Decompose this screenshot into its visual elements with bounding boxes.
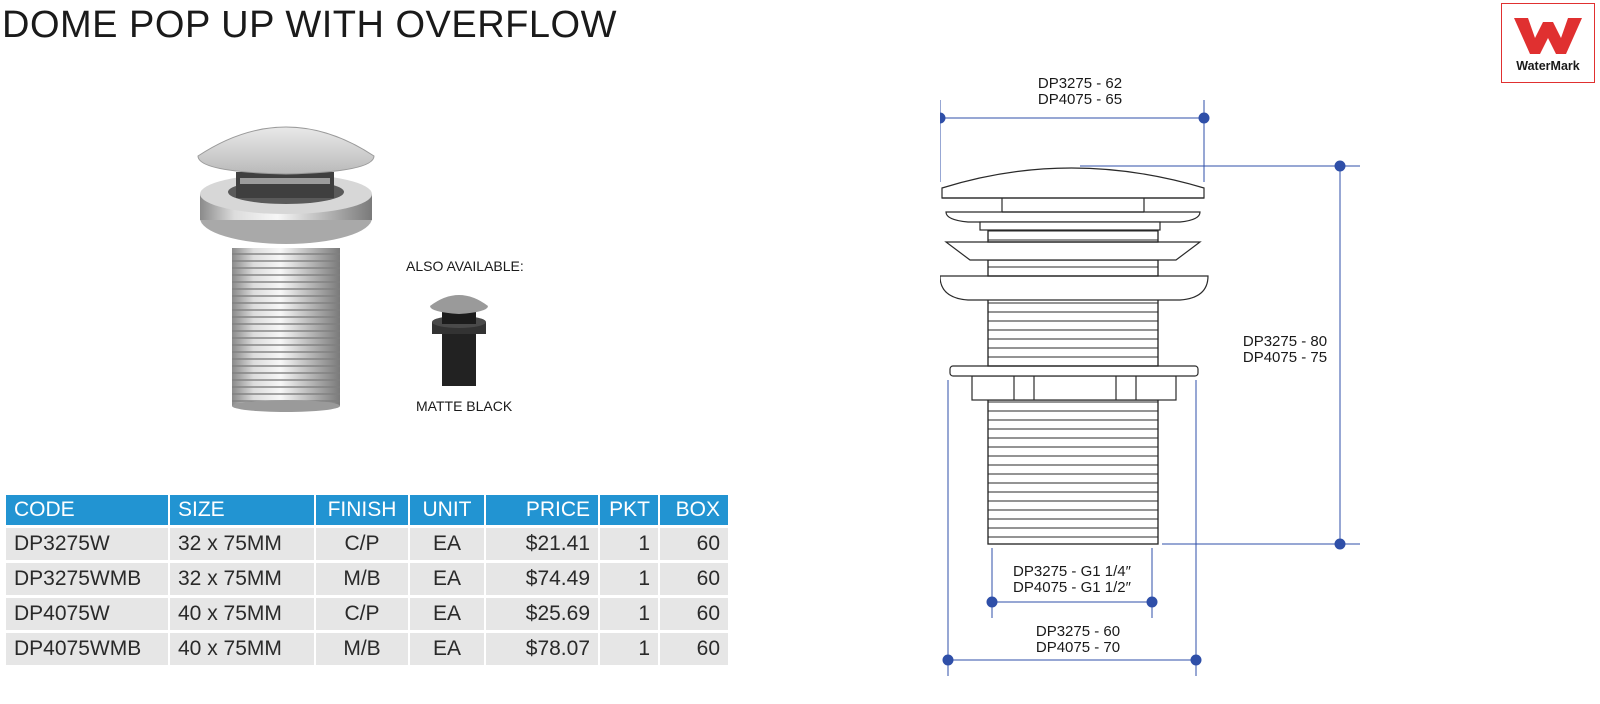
also-available-label: ALSO AVAILABLE:	[406, 258, 524, 274]
technical-drawing-svg	[934, 100, 1360, 676]
cell-pkt: 1	[600, 563, 658, 595]
cell-code: DP4075WMB	[6, 633, 168, 665]
product-spec-table: CODE SIZE FINISH UNIT PRICE PKT BOX DP32…	[4, 492, 730, 668]
table-row: DP3275WMB 32 x 75MM M/B EA $74.49 1 60	[6, 563, 728, 595]
cell-price: $25.69	[486, 598, 598, 630]
cell-size: 32 x 75MM	[170, 528, 314, 560]
dimension-label-height: DP3275 - 80 DP4075 - 75	[1242, 333, 1328, 366]
matte-black-label: MATTE BLACK	[416, 398, 513, 414]
cell-size: 40 x 75MM	[170, 598, 314, 630]
table-header-row: CODE SIZE FINISH UNIT PRICE PKT BOX	[6, 495, 728, 525]
watermark-label: WaterMark	[1516, 59, 1580, 73]
cell-price: $74.49	[486, 563, 598, 595]
cell-pkt: 1	[600, 598, 658, 630]
table-row: DP4075WMB 40 x 75MM M/B EA $78.07 1 60	[6, 633, 728, 665]
header-unit: UNIT	[410, 495, 484, 525]
cell-code: DP4075W	[6, 598, 168, 630]
page-title: DOME POP UP WITH OVERFLOW	[2, 4, 617, 46]
dimension-label-top-width: DP3275 - 62 DP4075 - 65	[1037, 75, 1123, 108]
cell-size: 32 x 75MM	[170, 563, 314, 595]
cell-box: 60	[660, 528, 728, 560]
dimension-label-thread: DP3275 - G1 1/4″ DP4075 - G1 1/2″	[1013, 563, 1131, 596]
header-finish: FINISH	[316, 495, 408, 525]
cell-box: 60	[660, 633, 728, 665]
header-size: SIZE	[170, 495, 314, 525]
header-price: PRICE	[486, 495, 598, 525]
cell-finish: C/P	[316, 528, 408, 560]
cell-size: 40 x 75MM	[170, 633, 314, 665]
cell-box: 60	[660, 598, 728, 630]
cell-code: DP3275WMB	[6, 563, 168, 595]
cell-price: $78.07	[486, 633, 598, 665]
cell-finish: M/B	[316, 563, 408, 595]
cell-pkt: 1	[600, 528, 658, 560]
cell-pkt: 1	[600, 633, 658, 665]
header-code: CODE	[6, 495, 168, 525]
cell-code: DP3275W	[6, 528, 168, 560]
dimension-label-body-width: DP3275 - 60 DP4075 - 70	[1035, 623, 1121, 656]
watermark-w-icon	[1514, 18, 1582, 54]
table-row: DP3275W 32 x 75MM C/P EA $21.41 1 60	[6, 528, 728, 560]
cell-price: $21.41	[486, 528, 598, 560]
cell-box: 60	[660, 563, 728, 595]
header-pkt: PKT	[600, 495, 658, 525]
product-image-matte-black	[428, 292, 490, 390]
cell-finish: C/P	[316, 598, 408, 630]
dimension-drawing: DP3275 - 62 DP4075 - 65 DP3275 - 80 DP40…	[934, 70, 1400, 699]
watermark-logo: WaterMark	[1501, 3, 1595, 83]
product-image-chrome	[190, 108, 390, 418]
cell-unit: EA	[410, 633, 484, 665]
header-box: BOX	[660, 495, 728, 525]
cell-unit: EA	[410, 563, 484, 595]
cell-unit: EA	[410, 598, 484, 630]
table-row: DP4075W 40 x 75MM C/P EA $25.69 1 60	[6, 598, 728, 630]
cell-unit: EA	[410, 528, 484, 560]
cell-finish: M/B	[316, 633, 408, 665]
